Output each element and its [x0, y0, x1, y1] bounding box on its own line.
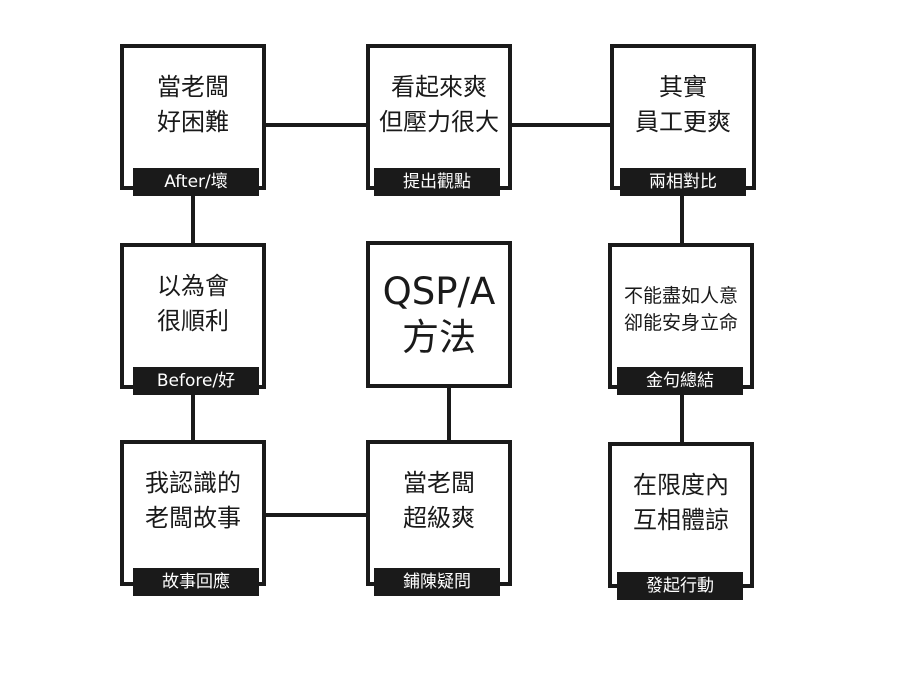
tag-idea: 提出觀點: [374, 168, 500, 196]
tag-compare: 兩相對比: [620, 168, 746, 196]
center-method: QSP/A 方法: [366, 241, 512, 388]
card-after-text: 當老闆 好困難: [157, 73, 229, 136]
card-idea-text: 看起來爽 但壓力很大: [379, 73, 499, 136]
tag-summary: 金句總結: [617, 367, 743, 395]
tag-question: 鋪陳疑問: [374, 568, 500, 596]
card-action: 在限度內 互相體諒: [608, 442, 754, 588]
card-question: 當老闆 超級爽: [366, 440, 512, 586]
tag-before: Before/好: [133, 367, 259, 395]
card-action-text: 在限度內 互相體諒: [633, 471, 729, 534]
card-summary: 不能盡如人意 卻能安身立命: [608, 243, 754, 389]
card-summary-text: 不能盡如人意 卻能安身立命: [623, 285, 738, 334]
card-idea: 看起來爽 但壓力很大: [366, 44, 512, 190]
center-method-text: QSP/A 方法: [382, 270, 496, 359]
card-after: 當老闆 好困難: [120, 44, 266, 190]
card-before-text: 以為會 很順利: [157, 272, 229, 335]
tag-action: 發起行動: [617, 572, 743, 600]
card-compare-text: 其實 員工更爽: [635, 73, 731, 136]
tag-story: 故事回應: [133, 568, 259, 596]
card-before: 以為會 很順利: [120, 243, 266, 389]
card-compare: 其實 員工更爽: [610, 44, 756, 190]
tag-after: After/壞: [133, 168, 259, 196]
card-story-text: 我認識的 老闆故事: [145, 469, 241, 532]
card-story: 我認識的 老闆故事: [120, 440, 266, 586]
card-question-text: 當老闆 超級爽: [403, 469, 475, 532]
